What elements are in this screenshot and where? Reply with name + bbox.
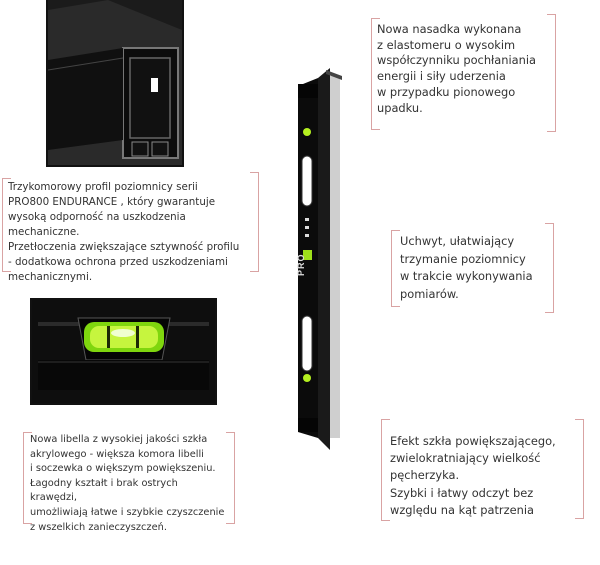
profile-cross-section-image bbox=[46, 0, 184, 167]
magnifier-bracket-right bbox=[575, 419, 584, 519]
magnifier-description: Efekt szkła powiększającego, zwielokratn… bbox=[390, 434, 556, 517]
handle-description: Uchwyt, ułatwiający trzymanie poziomnicy… bbox=[400, 234, 533, 301]
profile-description: Trzykomorowy profil poziomnicy serii PRO… bbox=[8, 181, 240, 283]
profile-bracket-left bbox=[2, 178, 11, 272]
spirit-level-image: PRO bbox=[290, 66, 346, 451]
vial-closeup-image bbox=[30, 298, 217, 405]
brand-logo: PRO bbox=[296, 253, 306, 276]
vial-bracket-left bbox=[23, 432, 32, 524]
end-cap-description: Nowa nasadka wykonana z elastomeru o wys… bbox=[377, 22, 536, 115]
profile-bracket-right bbox=[250, 172, 259, 272]
vial-bracket-right bbox=[226, 432, 235, 524]
vial-description: Nowa libella z wysokiej jakości szkła ak… bbox=[30, 434, 225, 533]
end-cap-bracket-right bbox=[547, 14, 556, 132]
handle-bracket-right bbox=[545, 223, 554, 313]
handle-bracket-left bbox=[391, 230, 400, 307]
magnifier-bracket-left bbox=[381, 419, 390, 521]
end-cap-bracket-left bbox=[371, 18, 380, 130]
